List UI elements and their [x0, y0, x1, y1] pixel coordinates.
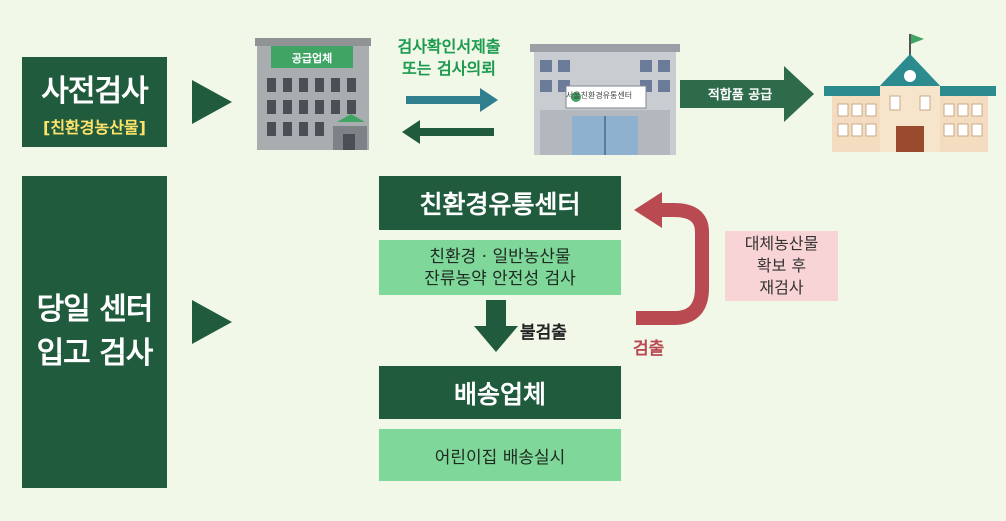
not-detected-label: 불검출	[520, 323, 567, 343]
pre-check-box: 사전검사 [친환경농산물]	[22, 57, 167, 147]
step1-pointer-icon	[192, 80, 232, 124]
exchange-arrows-icon	[402, 88, 498, 144]
center-sign: 서울친환경유통센터	[565, 91, 633, 100]
recheck-line3: 재검사	[759, 278, 804, 297]
same-day-line1: 당일 센터	[36, 292, 154, 327]
request-label-line2: 또는 검사의뢰	[402, 59, 496, 78]
center-title: 친환경유통센터	[379, 176, 621, 230]
detected-label: 검출	[633, 339, 665, 359]
request-label: 검사확인서제출 또는 검사의뢰	[384, 36, 514, 80]
pre-check-title: 사전검사	[41, 74, 148, 109]
supplier-sign: 공급업체	[291, 52, 333, 65]
pre-check-subtitle: [친환경농산물]	[43, 118, 146, 137]
same-day-line2: 입고 검사	[36, 336, 154, 371]
step2-pointer-icon	[192, 300, 232, 344]
recheck-loop-arrow-icon	[634, 192, 709, 325]
down-arrow-icon	[474, 300, 518, 352]
supply-label: 적합품 공급	[707, 88, 773, 103]
delivery-action-box: 어린이집 배송실시	[379, 429, 621, 481]
supply-arrow-icon	[680, 66, 814, 122]
recheck-box: 대체농산물 확보 후 재검사	[725, 231, 838, 301]
test-line1: 친환경 · 일반농산물	[429, 246, 571, 267]
recheck-line2: 확보 후	[756, 256, 807, 275]
delivery-title: 배송업체	[379, 366, 621, 419]
request-label-line1: 검사확인서제출	[397, 37, 501, 56]
supplier-building-icon	[255, 38, 371, 150]
school-building-icon	[824, 34, 996, 152]
distribution-center-building-icon	[530, 44, 680, 155]
pesticide-test-box: 친환경 · 일반농산물 잔류농약 안전성 검사	[379, 240, 621, 295]
same-day-check-box: 당일 센터 입고 검사	[22, 176, 167, 488]
recheck-line1: 대체농산물	[744, 234, 819, 253]
test-line2: 잔류농약 안전성 검사	[424, 268, 576, 289]
